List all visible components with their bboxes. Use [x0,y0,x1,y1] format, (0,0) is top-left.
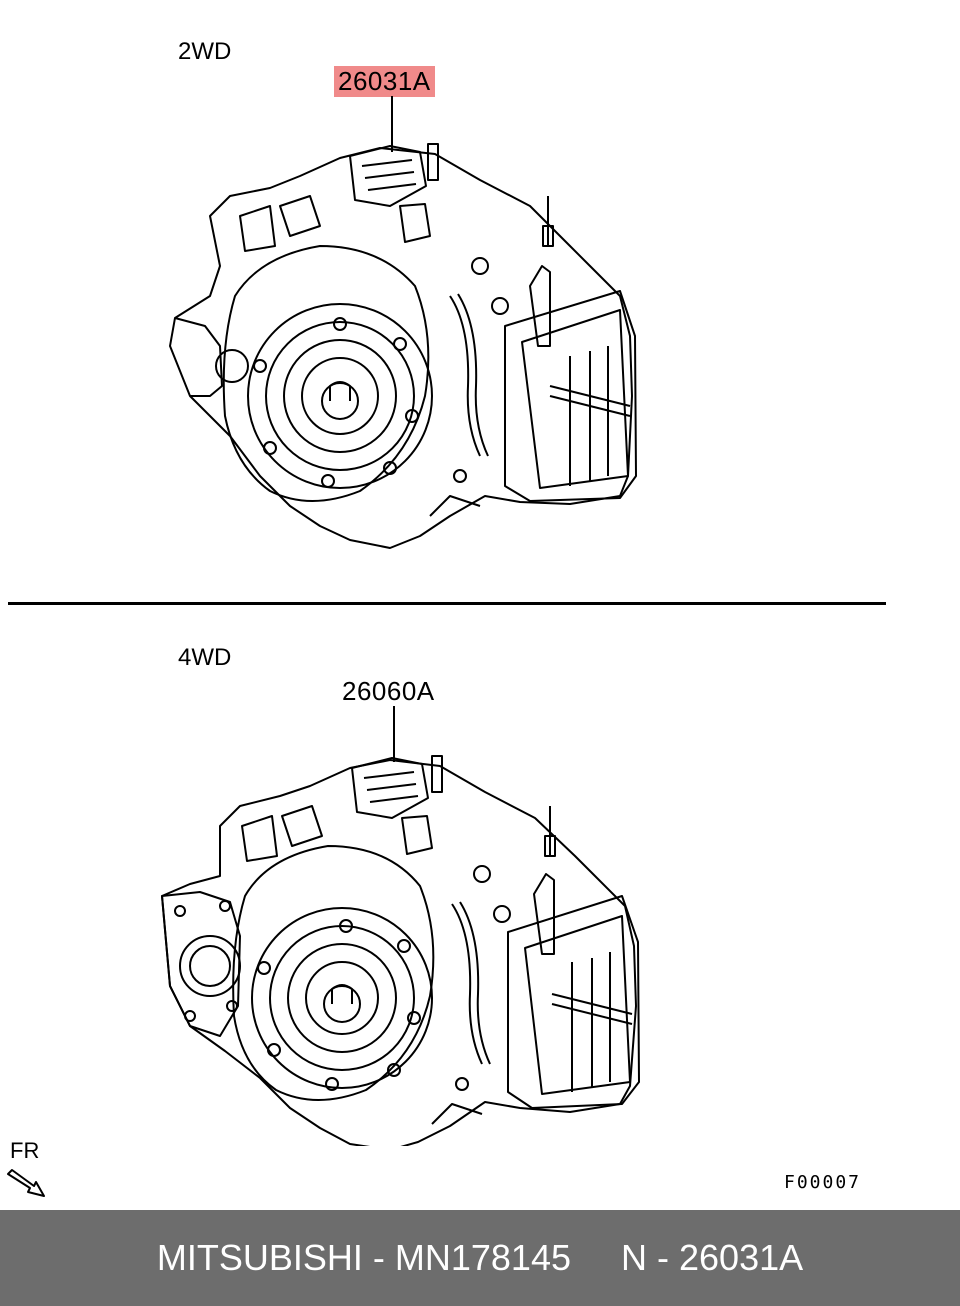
transmission-2wd-drawing [169,96,637,549]
transmission-4wd-drawing [161,706,640,1146]
section-label-4wd: 4WD [178,644,232,671]
parts-diagram: 2WD 26031A [7,38,886,1197]
direction-label: FR [10,1138,40,1163]
part-label-highlighted[interactable]: 26031A [334,66,435,97]
section-label-2wd: 2WD [178,38,232,65]
footer-spacer [571,1237,621,1279]
direction-arrow-icon [7,1169,45,1197]
section-divider [8,602,886,605]
figure-code: F00007 [784,1172,862,1193]
part-label[interactable]: 26060A [342,676,435,706]
footer-bar: MITSUBISHI - MN178145 N - 26031A [0,1210,960,1306]
footer-reference: N - 26031A [621,1237,804,1278]
footer-part-number: MITSUBISHI - MN178145 [156,1237,571,1278]
